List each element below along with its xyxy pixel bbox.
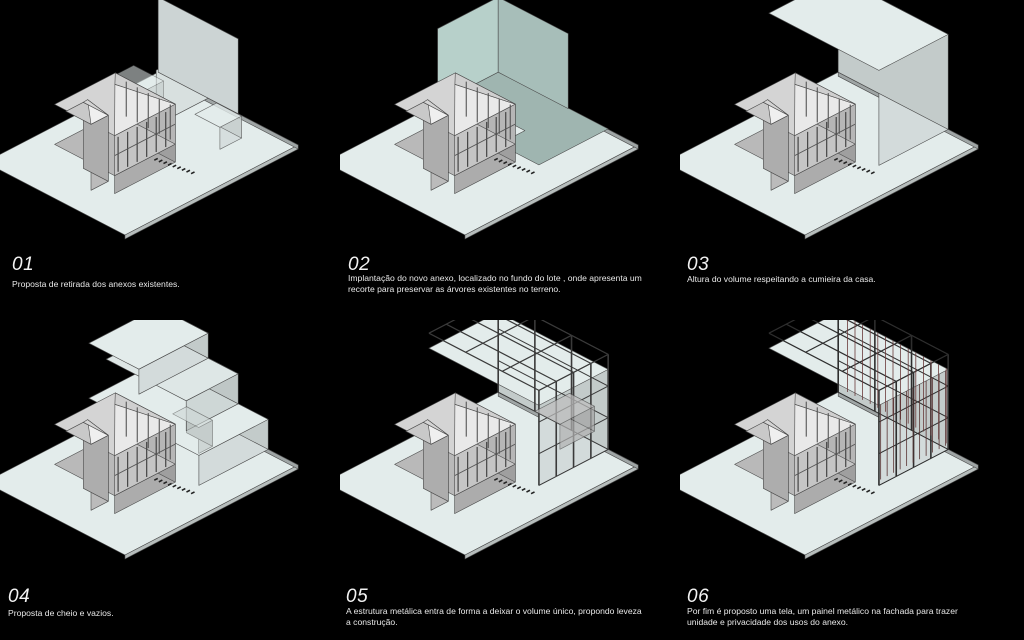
step-number: 03: [687, 254, 709, 276]
step-panel-01: 01 Proposta de retirada dos anexos exist…: [0, 0, 330, 320]
step-caption: A estrutura metálica entra de forma a de…: [346, 606, 646, 628]
diagram-metal-structure: [340, 320, 670, 570]
step-number: 04: [8, 586, 30, 608]
step-caption: Proposta de cheio e vazios.: [8, 608, 308, 619]
step-number: 06: [687, 586, 709, 608]
step-number: 05: [346, 586, 368, 608]
diagram-metal-screen: [680, 320, 1010, 570]
step-caption: Por fim é proposto uma tela, um painel m…: [687, 606, 987, 628]
step-panel-04: 04 Proposta de cheio e vazios.: [0, 320, 330, 640]
step-caption: Proposta de retirada dos anexos existent…: [12, 279, 312, 290]
step-caption: Implantação do novo anexo, localizado no…: [348, 273, 648, 295]
step-panel-02: 02 Implantação do novo anexo, localizado…: [340, 0, 670, 320]
step-number: 01: [12, 254, 34, 276]
diagram-solids-voids: [0, 320, 330, 570]
step-caption: Altura do volume respeitando a cumieira …: [687, 274, 987, 285]
step-panel-06: 06 Por fim é proposto uma tela, um paine…: [680, 320, 1010, 640]
diagram-volume-height: [680, 0, 1010, 250]
diagram-new-annex: [340, 0, 670, 250]
step-panel-05: 05 A estrutura metálica entra de forma a…: [340, 320, 670, 640]
step-panel-03: 03 Altura do volume respeitando a cumiei…: [680, 0, 1010, 320]
diagram-remove-annexes: [0, 0, 330, 250]
